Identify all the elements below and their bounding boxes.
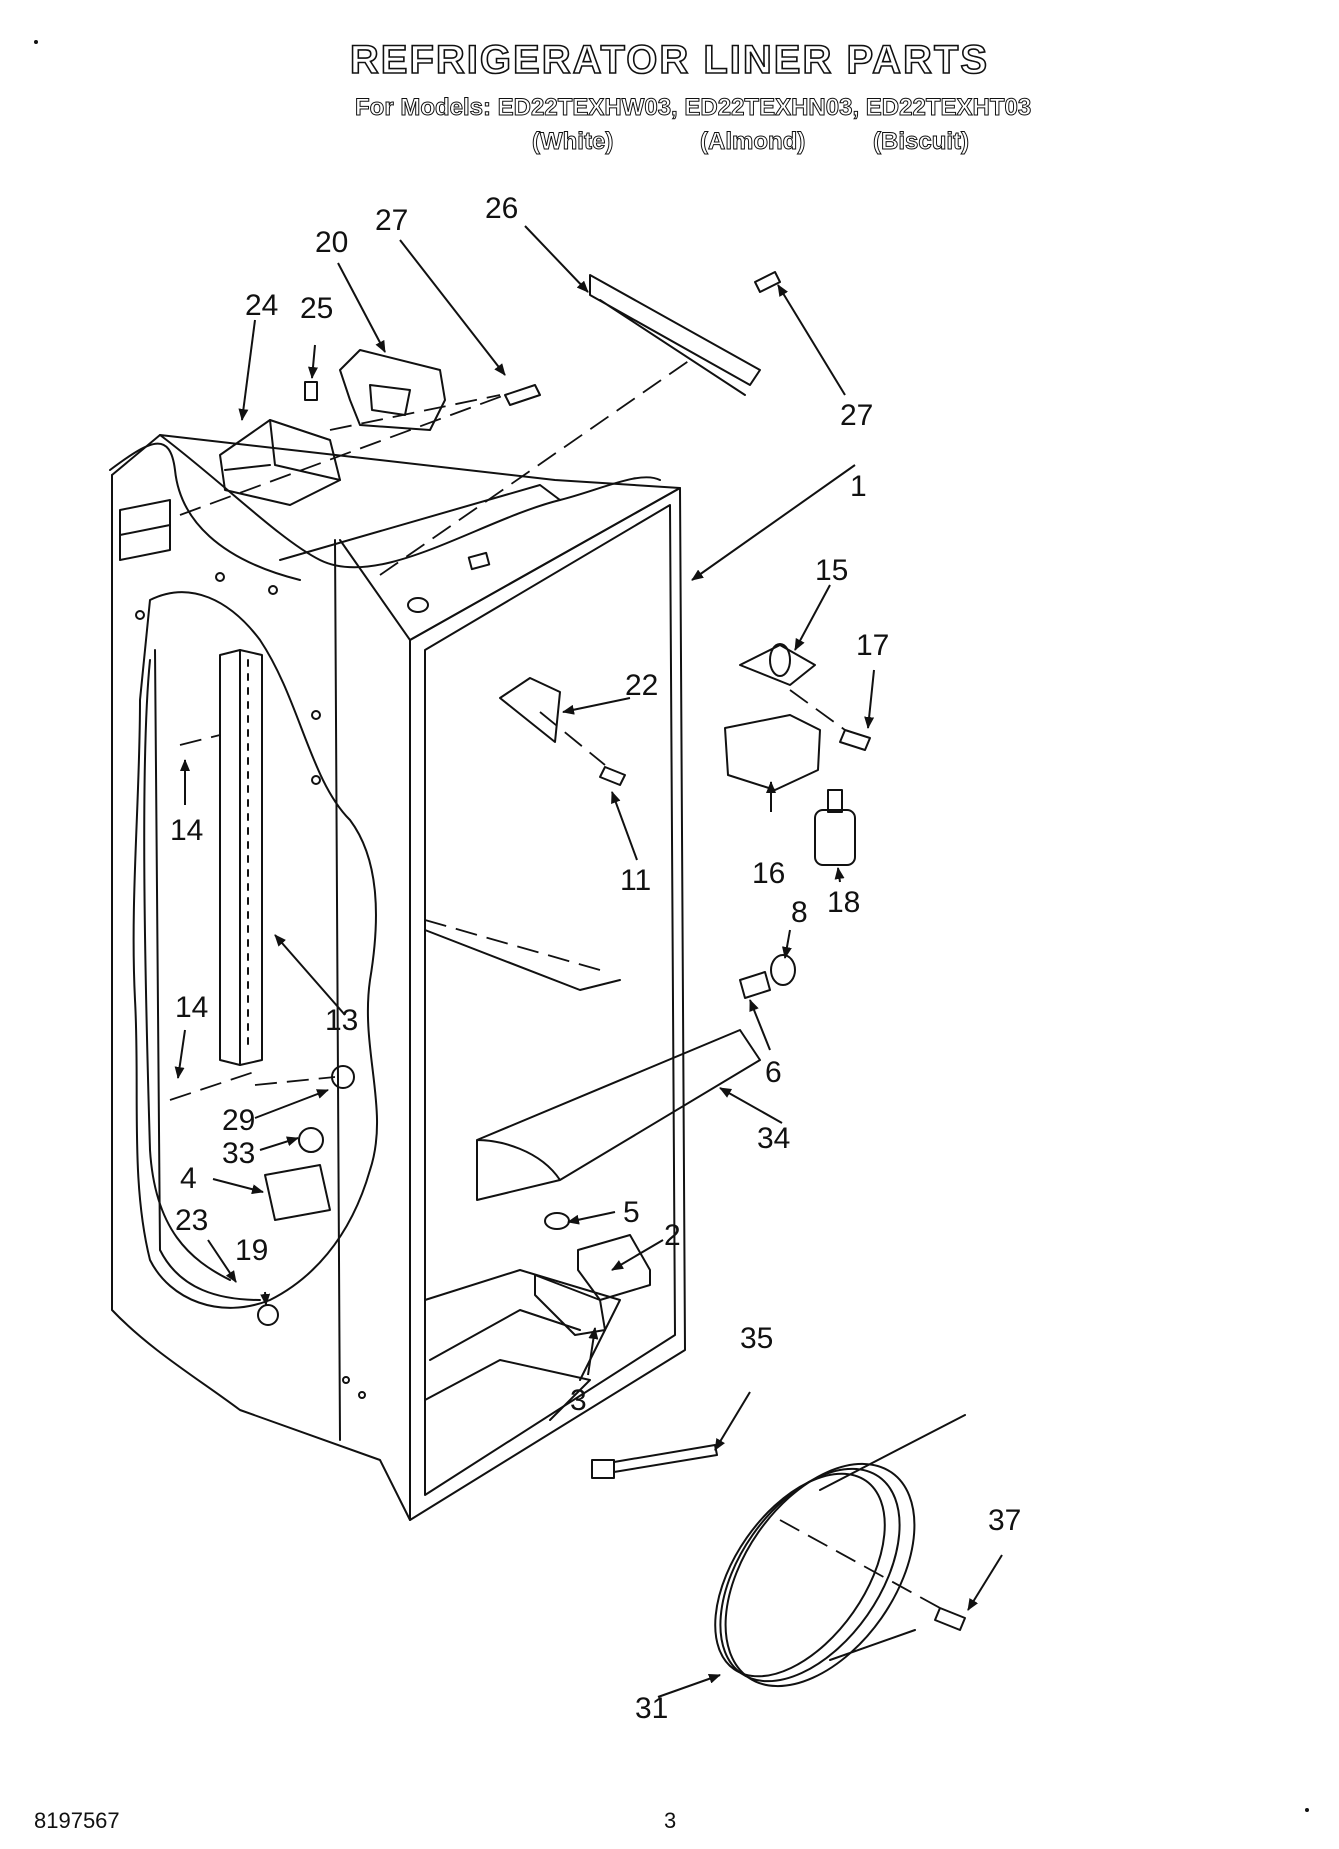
part-27-screw — [754, 271, 781, 293]
part-29-switch — [331, 1065, 355, 1089]
leader-arrows — [174, 225, 1003, 1698]
callout-27: 27 — [375, 204, 408, 237]
callout-labels: 1 2 3 4 5 6 8 11 13 14 14 15 16 17 18 19… — [170, 192, 1021, 1725]
part-5-plug — [544, 1212, 570, 1230]
part-33-light-bulb — [298, 1127, 324, 1153]
callout-13: 13 — [325, 1004, 358, 1037]
callout-1: 1 — [850, 470, 867, 503]
part-26-top-trim — [589, 274, 761, 396]
document-number: 8197567 — [34, 1808, 120, 1833]
part-37-screw — [934, 1607, 966, 1631]
callout-25: 25 — [300, 292, 333, 325]
part-13-shelf-rail — [219, 649, 263, 1066]
callout-14: 14 — [170, 814, 203, 847]
callout-37: 37 — [988, 1504, 1021, 1537]
variant-white: (White) — [531, 128, 614, 156]
callout-11: 11 — [620, 864, 651, 897]
part-24-control-housing — [219, 419, 341, 506]
part-2-bracket — [577, 1234, 651, 1301]
callout-29: 29 — [222, 1104, 255, 1137]
left-tube — [143, 659, 231, 1281]
variant-almond: (Almond) — [699, 128, 806, 156]
refrigerator-liner — [109, 434, 686, 1521]
callout-18: 18 — [827, 886, 860, 919]
model-list: For Models: ED22TEXHW03, ED22TEXHN03, ED… — [354, 94, 1032, 122]
part-8-grommet — [770, 954, 796, 986]
corner-mark — [1305, 1808, 1309, 1812]
part-35-tie-strap — [591, 1444, 718, 1479]
callout-8: 8 — [791, 896, 808, 929]
callout-35: 35 — [740, 1322, 773, 1355]
corner-mark — [34, 40, 38, 44]
alignment-lines — [169, 359, 941, 1609]
callout-19: 19 — [235, 1234, 268, 1267]
page-number: 3 — [664, 1808, 677, 1833]
callout-33: 33 — [222, 1137, 255, 1170]
callout-14: 14 — [175, 991, 208, 1024]
callout-5: 5 — [623, 1196, 640, 1229]
page-title: REFRIGERATOR LINER PARTS — [349, 37, 990, 83]
callout-16: 16 — [752, 857, 785, 890]
part-27-screw — [504, 384, 541, 406]
callout-23: 23 — [175, 1204, 208, 1237]
part-6-screw — [739, 971, 771, 999]
callout-4: 4 — [180, 1162, 197, 1195]
part-19-nut — [257, 1304, 279, 1326]
part-15-thermostat — [739, 643, 816, 686]
callout-2: 2 — [664, 1219, 681, 1252]
callout-3: 3 — [570, 1384, 587, 1417]
part-25-clip — [304, 381, 318, 401]
callout-24: 24 — [245, 289, 278, 322]
callout-27: 27 — [840, 399, 873, 432]
part-18-light-socket — [814, 789, 856, 866]
part-22-bracket — [499, 677, 561, 743]
part-4-grille — [264, 1164, 331, 1221]
part-31-water-tubing — [714, 1414, 966, 1688]
callout-17: 17 — [856, 629, 889, 662]
callout-6: 6 — [765, 1056, 782, 1089]
part-17-screw — [839, 729, 871, 751]
part-11-screw — [599, 766, 626, 786]
callout-31: 31 — [635, 1692, 668, 1725]
callout-22: 22 — [625, 669, 658, 702]
part-16-cover — [724, 714, 821, 791]
callout-34: 34 — [757, 1122, 790, 1155]
part-34-air-duct — [476, 1029, 761, 1201]
variant-biscuit: (Biscuit) — [873, 128, 970, 156]
callout-20: 20 — [315, 226, 348, 259]
callout-15: 15 — [815, 554, 848, 587]
part-20-bracket — [339, 349, 446, 431]
callout-26: 26 — [485, 192, 518, 225]
